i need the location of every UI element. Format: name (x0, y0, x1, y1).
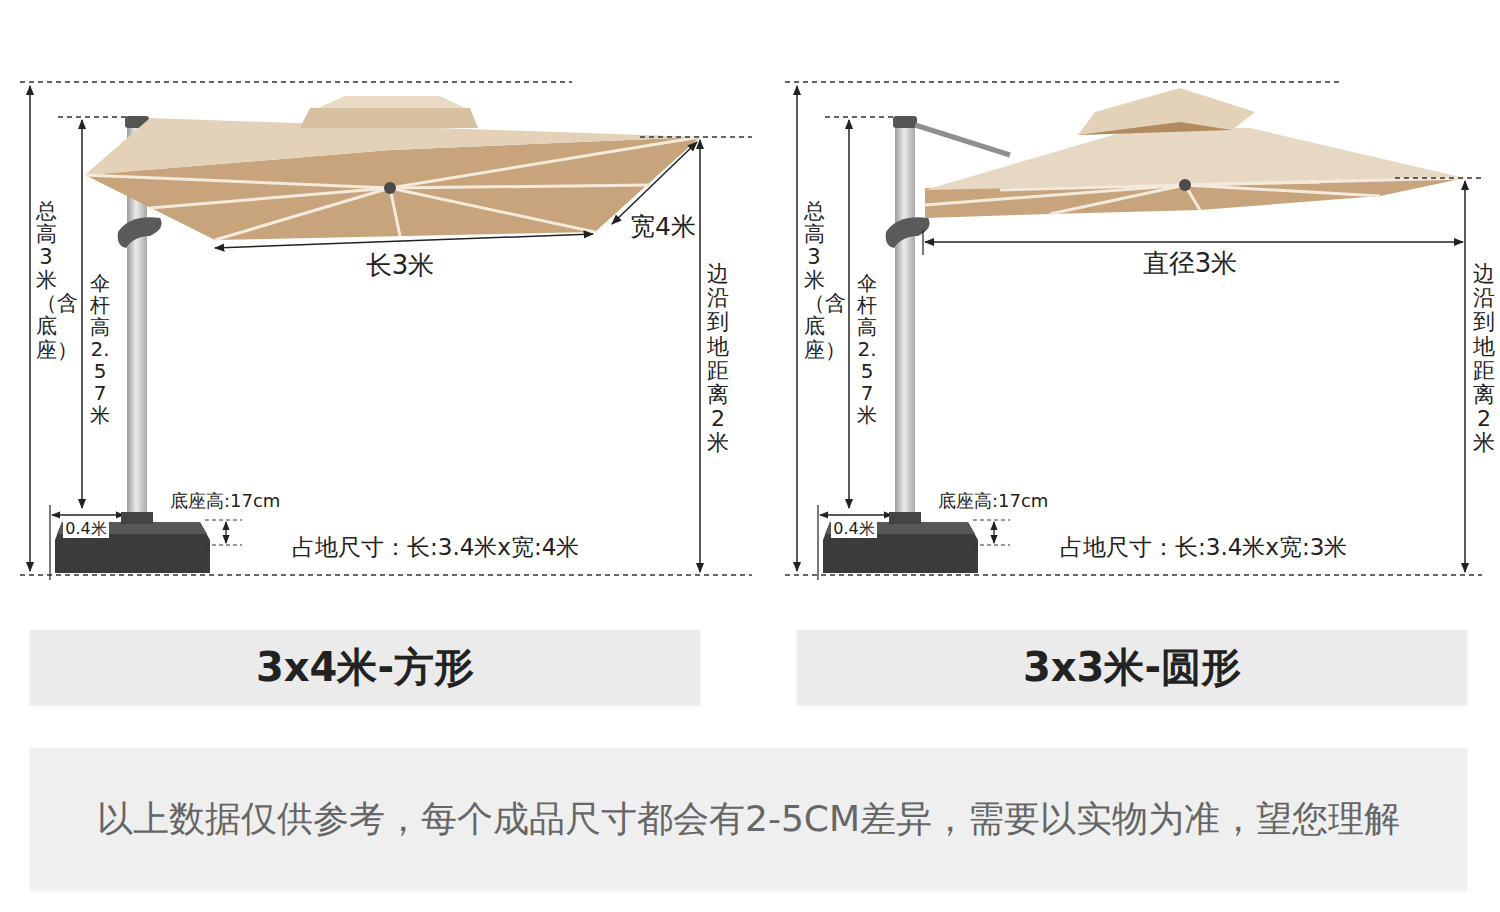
pole-collar (121, 512, 153, 524)
rib (390, 188, 400, 236)
dimension-label-vertical: 伞杆高 2.57米 (857, 272, 877, 426)
dimension-line (993, 522, 994, 543)
dimension-label-vertical: 边沿到地距离 2米 (1473, 262, 1495, 456)
rib (390, 188, 595, 232)
dimension-line (225, 522, 226, 543)
arm (915, 125, 1010, 155)
rib (150, 188, 390, 208)
square-umbrella (20, 82, 752, 580)
hub (384, 182, 396, 194)
tick-line (817, 505, 818, 580)
dimension-label: 宽4米 (628, 212, 698, 242)
dimension-label: 占地尺寸：长:3.4米x宽:3米 (1058, 534, 1349, 562)
vent (300, 108, 478, 128)
dimension-label-vertical: 总高 3米（含底座） (36, 200, 57, 362)
crank (118, 217, 162, 248)
guide-line (785, 574, 1482, 575)
pole-cap (893, 116, 917, 128)
rib (1185, 178, 1465, 185)
rib (1000, 185, 1185, 190)
tick-line (922, 230, 923, 255)
dimension-label-vertical: 边沿到地距离 2米 (707, 262, 729, 456)
dimension-label: 占地尺寸：长:3.4米x宽:4米 (290, 534, 581, 562)
pole-collar (889, 512, 921, 524)
guide-line (1395, 177, 1482, 178)
guide-line (205, 544, 242, 545)
dimension-line (925, 241, 1463, 243)
dimension-line (81, 120, 83, 508)
guide-line (20, 81, 572, 82)
dimension-line (1464, 181, 1466, 572)
band-text: 以上数据仅供参考，每个成品尺寸都会有2-5CM差异，需要以实物为准，望您理解 (97, 795, 1400, 844)
guide-line (58, 116, 128, 117)
guide-line (640, 136, 752, 137)
caption-band: 3x4米-方形 (30, 630, 700, 705)
rib (390, 137, 700, 188)
rib (925, 185, 1185, 205)
dimension-label: 0.4米 (63, 519, 108, 538)
ribs (85, 137, 700, 240)
rib (1185, 185, 1380, 196)
dimension-line (215, 234, 593, 248)
vent (1078, 88, 1255, 135)
guide-line (205, 519, 242, 520)
dimension-line (820, 514, 892, 515)
guide-line (825, 116, 896, 117)
dimension-label-vertical: 伞杆高 2.57米 (90, 272, 110, 426)
tick-line (49, 505, 50, 580)
guide-line (785, 81, 1340, 82)
band-text: 3x4米-方形 (256, 640, 474, 695)
ribs (925, 178, 1465, 214)
round-umbrella (785, 82, 1482, 580)
dimension-label: 长3米 (364, 250, 437, 281)
guide-line (973, 519, 1010, 520)
dimension-label: 底座高:17cm (168, 490, 282, 512)
dimension-label: 0.4米 (831, 519, 876, 538)
dimension-label: 底座高:17cm (936, 490, 1050, 512)
vent-underside (1078, 122, 1232, 135)
rib (1185, 182, 1320, 185)
dimension-line (699, 140, 701, 572)
dimension-label: 直径3米 (1141, 248, 1240, 279)
pole (895, 122, 915, 522)
vent-lid (318, 96, 465, 108)
canopy-top (925, 128, 1465, 190)
hub (1179, 179, 1191, 191)
band-text: 3x3米-圆形 (1023, 640, 1241, 695)
guide-line (20, 574, 752, 575)
dimension-line (796, 86, 798, 571)
guide-line (973, 544, 1010, 545)
dimension-label-vertical: 总高 3米（含底座） (804, 200, 825, 362)
caption-band: 以上数据仅供参考，每个成品尺寸都会有2-5CM差异，需要以实物为准，望您理解 (30, 748, 1467, 890)
caption-band: 3x3米-圆形 (797, 630, 1467, 705)
dimension-line (52, 514, 124, 515)
dimension-line (848, 120, 850, 508)
dimension-line (29, 86, 31, 571)
rib (85, 175, 390, 188)
rib (390, 185, 650, 188)
